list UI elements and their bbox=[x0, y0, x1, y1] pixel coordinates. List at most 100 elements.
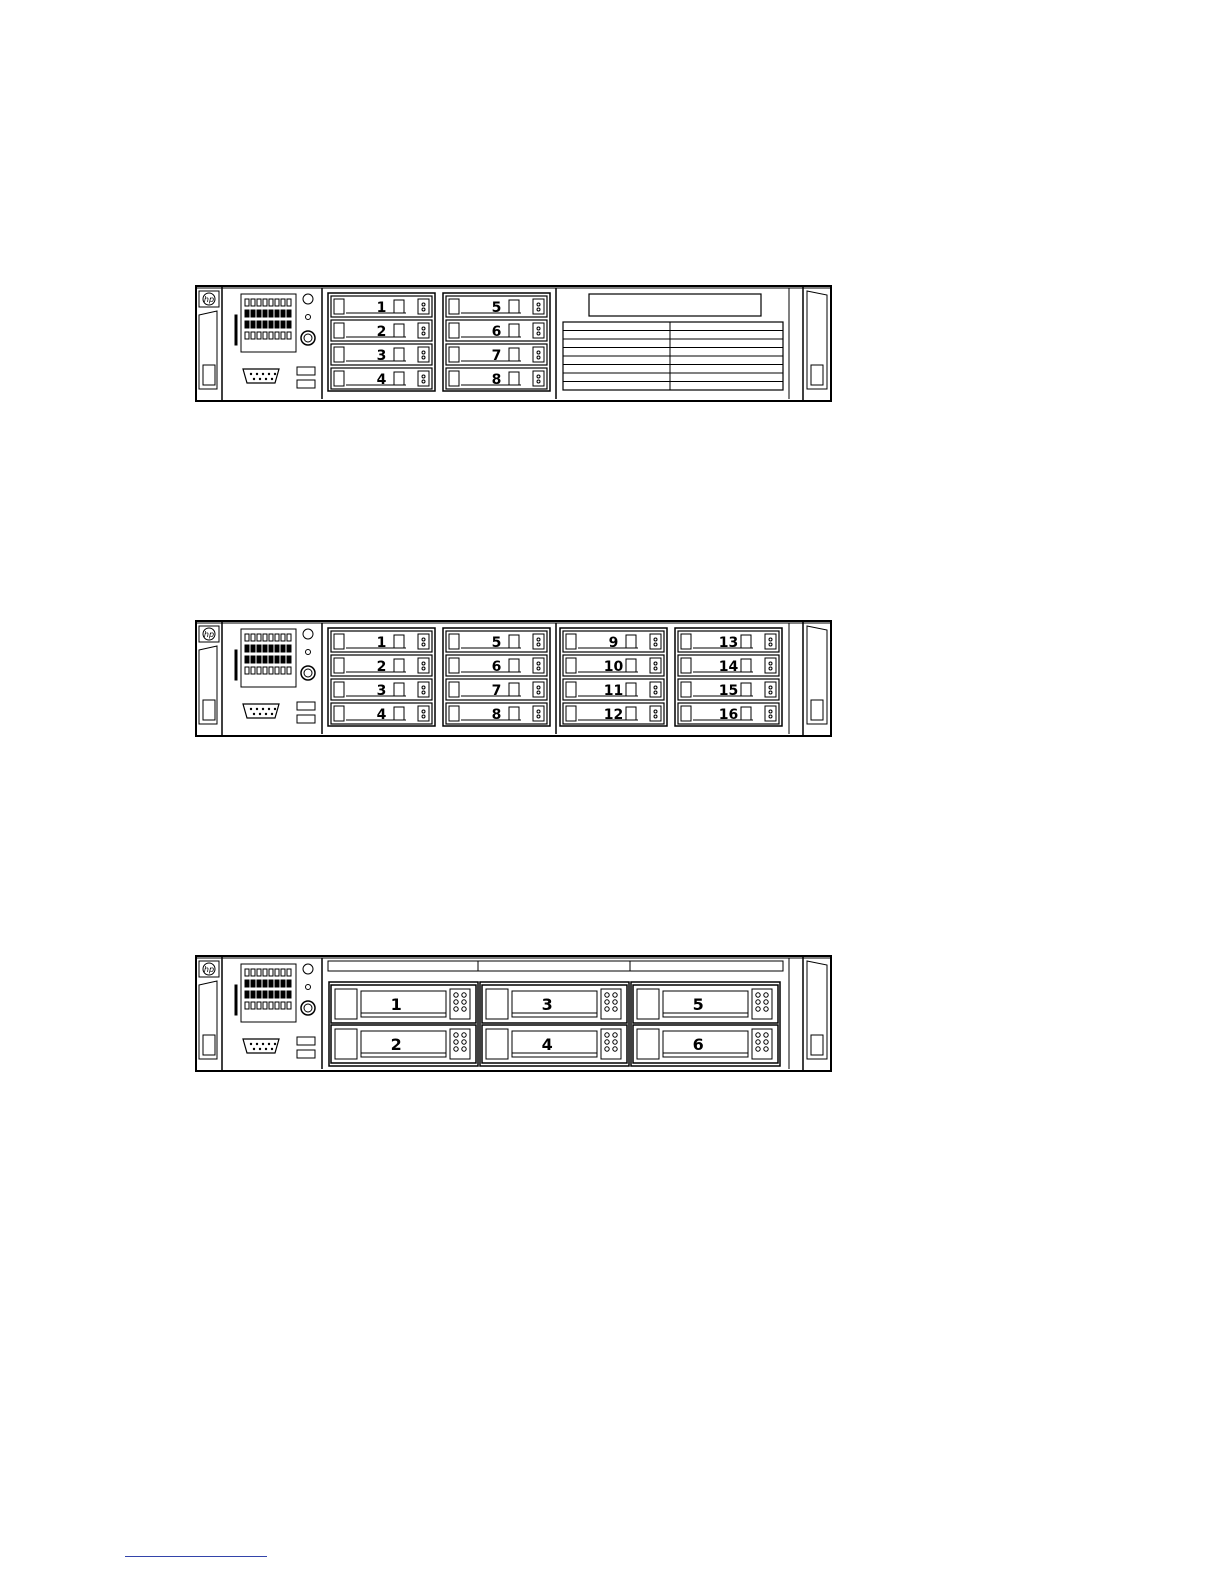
drive-led bbox=[764, 993, 768, 997]
vga-pin bbox=[265, 713, 267, 715]
drive-led bbox=[454, 993, 458, 997]
status-led bbox=[287, 980, 291, 987]
power-icon bbox=[304, 1004, 312, 1012]
drive-cage: 1234 bbox=[328, 628, 435, 726]
ear-handle bbox=[199, 646, 217, 724]
status-led bbox=[257, 656, 261, 663]
drive-activity-led bbox=[654, 638, 657, 641]
drive-activity-led bbox=[422, 686, 425, 689]
vga-pin bbox=[262, 1043, 264, 1045]
vga-port bbox=[243, 704, 279, 718]
drive-status-led bbox=[537, 643, 540, 646]
usb-port bbox=[297, 702, 315, 710]
status-led bbox=[287, 634, 291, 641]
drive-release-lever bbox=[449, 299, 459, 314]
drive-handle bbox=[394, 372, 404, 385]
usb-port bbox=[297, 715, 315, 723]
status-led bbox=[263, 656, 267, 663]
drive-cage: 9101112 bbox=[560, 628, 667, 726]
drive-release-lever bbox=[334, 658, 344, 673]
vent-grille bbox=[563, 322, 783, 390]
status-led bbox=[245, 645, 249, 652]
drive-release-lever bbox=[637, 1029, 659, 1059]
vga-pin bbox=[259, 1048, 261, 1050]
drive-led bbox=[756, 1007, 760, 1011]
drive-bay-10: 10 bbox=[563, 655, 664, 676]
status-led bbox=[251, 980, 255, 987]
vga-pin bbox=[253, 378, 255, 380]
usb-port bbox=[297, 1037, 315, 1045]
power-button bbox=[301, 331, 315, 345]
drive-handle bbox=[509, 372, 519, 385]
status-led bbox=[275, 969, 279, 976]
status-led bbox=[251, 634, 255, 641]
status-led bbox=[251, 656, 255, 663]
drive-bay-1: 1 bbox=[331, 296, 432, 317]
drive-release-lever bbox=[566, 682, 576, 697]
drive-status-led bbox=[422, 691, 425, 694]
bay-number: 5 bbox=[492, 300, 502, 316]
ear-latch bbox=[203, 365, 215, 385]
left-rack-ear: hp bbox=[196, 956, 222, 1071]
drive-handle bbox=[394, 659, 404, 672]
optical-drive-blank bbox=[589, 294, 761, 316]
status-led bbox=[287, 332, 291, 339]
drive-cage: 1234 bbox=[328, 293, 435, 391]
vga-port bbox=[243, 1039, 279, 1053]
uid-button bbox=[303, 629, 313, 639]
status-led bbox=[281, 991, 285, 998]
drive-bay-3: 3 bbox=[331, 679, 432, 700]
status-led bbox=[275, 1002, 279, 1009]
drive-status-led bbox=[537, 380, 540, 383]
status-led bbox=[275, 310, 279, 317]
drive-activity-led bbox=[537, 303, 540, 306]
drive-bay-3: 3 bbox=[482, 985, 627, 1023]
ear-latch bbox=[811, 700, 823, 720]
status-led bbox=[269, 667, 273, 674]
status-led bbox=[281, 310, 285, 317]
hp-logo-text: hp bbox=[204, 630, 214, 639]
drive-led-panel bbox=[601, 989, 621, 1019]
vga-pin bbox=[250, 708, 252, 710]
drive-release-lever bbox=[449, 634, 459, 649]
drive-status-led bbox=[537, 667, 540, 670]
drive-status-led bbox=[422, 356, 425, 359]
power-icon bbox=[304, 334, 312, 342]
status-led bbox=[245, 299, 249, 306]
drive-handle bbox=[741, 659, 751, 672]
drive-handle bbox=[509, 635, 519, 648]
drive-activity-led bbox=[654, 662, 657, 665]
drive-led-panel bbox=[450, 1029, 470, 1059]
drive-led bbox=[454, 1033, 458, 1037]
drive-handle bbox=[741, 707, 751, 720]
drive-led bbox=[756, 1033, 760, 1037]
status-led bbox=[245, 332, 249, 339]
bay-number: 4 bbox=[542, 1035, 553, 1054]
drive-led bbox=[462, 1040, 466, 1044]
drive-bay-8: 8 bbox=[446, 703, 547, 724]
drive-led bbox=[613, 1040, 617, 1044]
drive-release-lever bbox=[334, 682, 344, 697]
drive-cage: 5678 bbox=[443, 628, 550, 726]
drive-release-lever bbox=[449, 347, 459, 362]
status-led bbox=[269, 332, 273, 339]
drive-handle bbox=[509, 324, 519, 337]
drive-status-led bbox=[769, 667, 772, 670]
status-led bbox=[257, 645, 261, 652]
drive-led bbox=[462, 1007, 466, 1011]
drive-activity-led bbox=[769, 686, 772, 689]
drive-release-lever bbox=[449, 682, 459, 697]
drive-led bbox=[613, 1047, 617, 1051]
status-led bbox=[245, 667, 249, 674]
drive-led bbox=[605, 1040, 609, 1044]
drive-handle bbox=[509, 683, 519, 696]
drive-activity-led bbox=[537, 638, 540, 641]
drive-led bbox=[764, 1040, 768, 1044]
drive-bay-7: 7 bbox=[446, 344, 547, 365]
drive-status-led bbox=[422, 380, 425, 383]
drive-bay-6: 6 bbox=[633, 1025, 778, 1063]
drive-cage: 13141516 bbox=[675, 628, 782, 726]
server-front-6-lff-bays: hp123456 bbox=[195, 955, 832, 1072]
drive-release-lever bbox=[449, 323, 459, 338]
status-led bbox=[275, 667, 279, 674]
